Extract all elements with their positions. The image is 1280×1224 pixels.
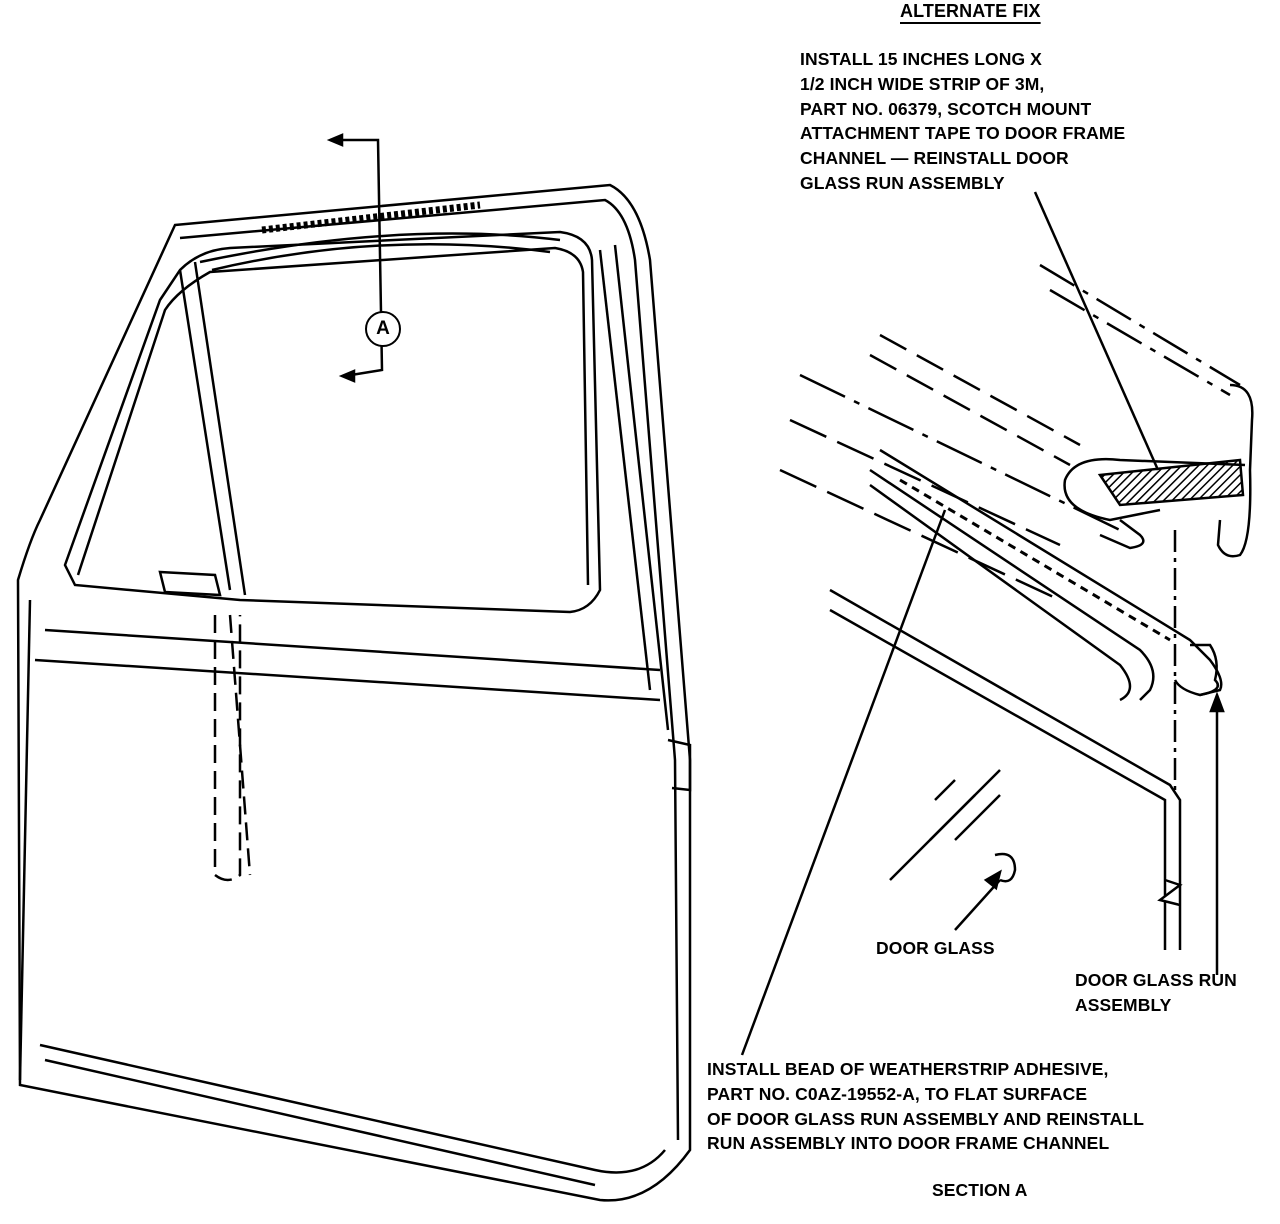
adhesive-callout: INSTALL BEAD OF WEATHERSTRIP ADHESIVE, P… bbox=[707, 1057, 1144, 1156]
callout-line: INSTALL 15 INCHES LONG X bbox=[800, 49, 1042, 69]
callout-line: PART NO. C0AZ-19552-A, TO FLAT SURFACE bbox=[707, 1083, 1088, 1104]
section-marker: A bbox=[365, 311, 401, 347]
callout-line: OF DOOR GLASS RUN ASSEMBLY AND REINSTALL bbox=[707, 1108, 1144, 1129]
section-caption: SECTION A bbox=[932, 1180, 1028, 1200]
callout-line: DOOR GLASS RUN bbox=[1075, 970, 1237, 990]
diagram-title: ALTERNATE FIX bbox=[900, 1, 1041, 21]
callout-line: ASSEMBLY bbox=[1075, 994, 1172, 1015]
callout-line: GLASS RUN ASSEMBLY bbox=[800, 172, 1005, 193]
callout-line: RUN ASSEMBLY INTO DOOR FRAME CHANNEL bbox=[707, 1133, 1110, 1154]
callout-line: PART NO. 06379, SCOTCH MOUNT bbox=[800, 98, 1092, 119]
callout-line: INSTALL BEAD OF WEATHERSTRIP ADHESIVE, bbox=[707, 1059, 1109, 1079]
callout-line: 1/2 INCH WIDE STRIP OF 3M, bbox=[800, 73, 1045, 94]
channel-detail bbox=[779, 263, 1254, 950]
tape-callout: INSTALL 15 INCHES LONG X 1/2 INCH WIDE S… bbox=[800, 47, 1125, 196]
door-shell bbox=[16, 183, 692, 1202]
section-cut-line bbox=[326, 133, 384, 383]
door-glass-sketch bbox=[889, 769, 1017, 883]
callout-line: ATTACHMENT TAPE TO DOOR FRAME bbox=[800, 123, 1126, 144]
run-assembly-label: DOOR GLASS RUN ASSEMBLY bbox=[1075, 968, 1237, 1018]
leader-lines bbox=[740, 191, 1225, 1056]
door-glass-label: DOOR GLASS bbox=[876, 938, 995, 958]
callout-line: CHANNEL — REINSTALL DOOR bbox=[800, 148, 1069, 169]
